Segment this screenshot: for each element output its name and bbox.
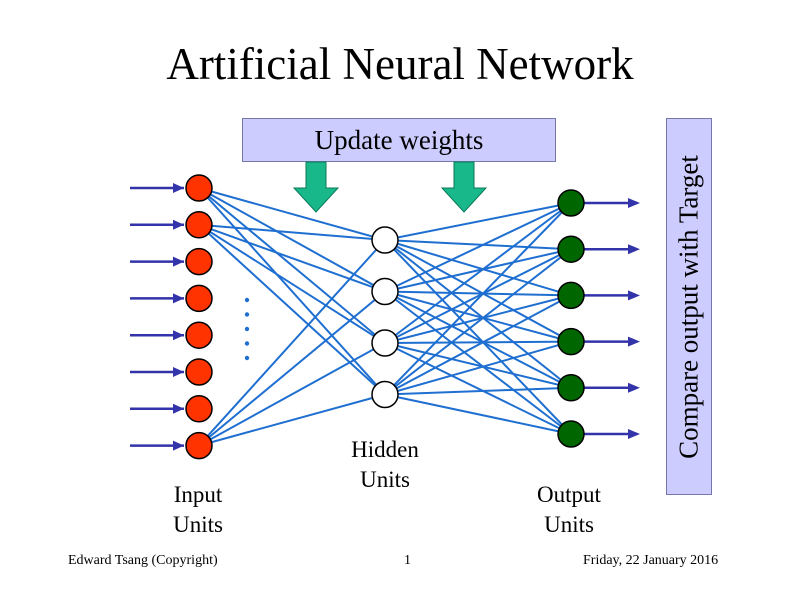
output-node [557, 235, 585, 263]
hidden-output-connection [384, 248, 572, 396]
update-weights-box: Update weights [242, 118, 556, 162]
hidden-node [371, 329, 399, 357]
hidden-output-connection [384, 294, 572, 396]
hidden-output-connection [384, 294, 572, 344]
input-arrow-head-icon [173, 256, 184, 267]
output-node [557, 374, 585, 402]
hidden-output-connection [384, 393, 572, 435]
nodes-group [185, 174, 585, 460]
input-hidden-connection [198, 342, 386, 447]
hidden-node [371, 380, 399, 409]
input-hidden-connection [198, 393, 386, 447]
input-hidden-connection [198, 290, 386, 447]
input-node [185, 247, 213, 276]
hidden-output-connection [384, 342, 572, 435]
ellipsis-dots [244, 297, 250, 361]
input-hidden-connection [198, 187, 386, 344]
arrows-group [130, 183, 640, 451]
ellipsis-dot [244, 355, 250, 361]
input-arrow-head-icon [173, 367, 184, 377]
output-units-label: Output Units [537, 482, 601, 537]
hidden-output-connection [384, 386, 572, 396]
slide-title: Artificial Neural Network [166, 39, 634, 89]
hidden-node [371, 226, 399, 254]
input-hidden-connection [198, 224, 386, 396]
input-arrow-head-icon [173, 440, 184, 451]
footer-date: Friday, 22 January 2016 [583, 553, 719, 568]
compare-output-label: Compare output with Target [673, 154, 704, 459]
ellipsis-dot [244, 312, 250, 317]
ellipsis-dot [244, 326, 250, 332]
hidden-output-connection [384, 202, 572, 293]
input-node [185, 358, 213, 386]
input-hidden-connection [198, 239, 386, 447]
ellipsis-dot [244, 341, 250, 346]
hidden-output-connection [384, 290, 572, 435]
input-arrow-head-icon [173, 183, 184, 193]
input-arrow-head-icon [173, 403, 184, 414]
input-hidden-connection [198, 187, 386, 241]
update-weights-label: Update weights [314, 124, 484, 155]
input-units-label: Input Units [173, 482, 223, 537]
input-hidden-connection [198, 187, 386, 396]
hidden-output-connection [384, 342, 572, 389]
hidden-node [371, 277, 399, 306]
ellipsis-dot [244, 297, 250, 303]
output-arrow-head-icon [628, 336, 640, 347]
output-node [557, 420, 585, 448]
hidden-output-connection [384, 290, 572, 389]
output-node [557, 281, 585, 310]
input-node [185, 395, 213, 423]
hidden-output-connection [384, 202, 572, 241]
input-arrow-head-icon [173, 293, 184, 304]
input-node [185, 431, 213, 460]
hidden-output-connection [384, 290, 572, 343]
output-arrow-head-icon [628, 290, 640, 301]
hidden-output-connection [384, 239, 572, 389]
hidden-output-connection [384, 239, 572, 343]
input-hidden-connection [198, 223, 386, 241]
input-node [185, 211, 213, 239]
input-node [185, 284, 213, 313]
input-hidden-connection [198, 223, 386, 293]
hidden-units-label: Hidden Units [351, 437, 419, 492]
output-arrow-head-icon [628, 198, 640, 208]
hidden-output-connection [384, 202, 572, 396]
hidden-output-connection [384, 248, 572, 293]
output-arrow-head-icon [628, 429, 640, 439]
input-node [185, 174, 213, 202]
output-arrow-head-icon [628, 382, 640, 393]
compare-output-box: Compare output with Target [666, 118, 712, 495]
footer-page-number: 1 [404, 553, 411, 568]
hidden-output-connection [384, 290, 572, 297]
output-node [557, 189, 585, 217]
hidden-output-connection [384, 248, 572, 344]
input-arrow-head-icon [173, 330, 184, 341]
hidden-output-connection [384, 239, 572, 435]
input-hidden-connection [198, 187, 386, 293]
output-node [557, 327, 585, 356]
hidden-output-connection [384, 340, 572, 344]
footer-author: Edward Tsang (Copyright) [68, 553, 218, 568]
output-arrow-head-icon [628, 244, 640, 255]
hidden-output-connection [384, 239, 572, 251]
hidden-output-connection [384, 340, 572, 396]
input-hidden-connection [198, 223, 386, 344]
input-arrow-head-icon [173, 219, 184, 230]
hidden-output-connection [384, 239, 572, 297]
input-node [185, 321, 213, 349]
hidden-output-connection [384, 202, 572, 344]
connections-group [198, 187, 572, 447]
